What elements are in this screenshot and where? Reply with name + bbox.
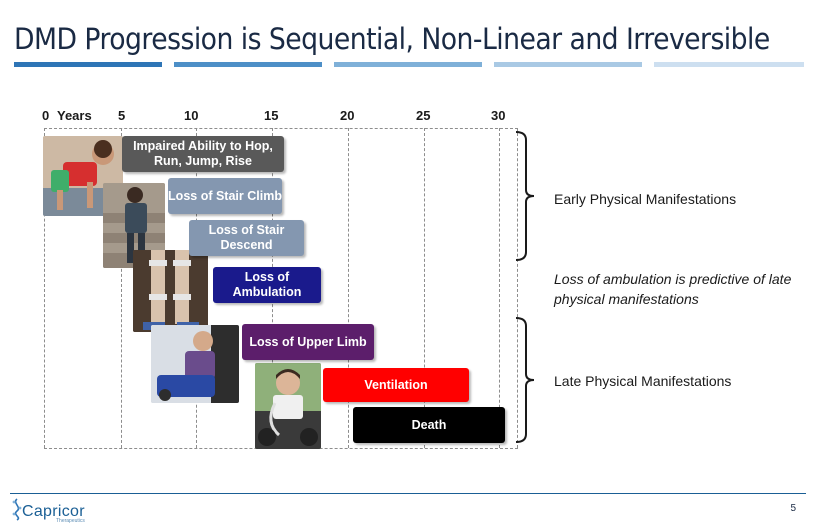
- axis-label-30: 30: [491, 108, 506, 123]
- milestone-loss-of-stair-climb: Loss of Stair Climb: [168, 178, 282, 214]
- page-number: 5: [790, 503, 796, 514]
- grid-line-30: [499, 128, 500, 448]
- capricor-logo-subtext: Therapeutics: [56, 518, 85, 524]
- milestone-loss-of-stair-descend: Loss of Stair Descend: [189, 220, 304, 256]
- bracket-icon: [515, 131, 535, 261]
- title-rule-4: [494, 62, 642, 67]
- photo-boy-ventilator: [255, 363, 321, 449]
- axis-label-years: Years: [57, 108, 92, 123]
- late-manifestations-label: Late Physical Manifestations: [554, 373, 732, 389]
- grid-line-right: [517, 128, 518, 448]
- photo-leg-braces: [133, 250, 208, 332]
- milestone-loss-of-ambulation: Loss of Ambulation: [213, 267, 321, 303]
- axis-label-20: 20: [340, 108, 355, 123]
- title-rule-5: [654, 62, 804, 67]
- milestone-loss-of-upper-limb: Loss of Upper Limb: [242, 324, 374, 360]
- grid-top-line: [44, 128, 518, 129]
- axis-label-10: 10: [184, 108, 199, 123]
- grid-line-0: [44, 128, 45, 448]
- footer-divider: [10, 493, 806, 494]
- milestone-impaired-ability: Impaired Ability to Hop, Run, Jump, Rise: [122, 136, 284, 172]
- title-rule-2: [174, 62, 322, 67]
- capricor-logo-text: Capricor: [22, 503, 85, 520]
- axis-label-15: 15: [264, 108, 279, 123]
- grid-line-5: [121, 128, 122, 448]
- grid-line-20: [348, 128, 349, 448]
- milestone-ventilation: Ventilation: [323, 368, 469, 402]
- page-title: DMD Progression is Sequential, Non-Linea…: [14, 22, 770, 56]
- axis-label-5: 5: [118, 108, 126, 123]
- capricor-logo-icon: [12, 498, 22, 521]
- bracket-icon: [515, 317, 535, 443]
- grid-line-25: [424, 128, 425, 448]
- photo-boy-wheelchair: [151, 325, 239, 403]
- title-rule-3: [334, 62, 482, 67]
- ambulation-note: Loss of ambulation is predictive of late…: [554, 271, 792, 307]
- axis-label-25: 25: [416, 108, 431, 123]
- axis-label-0: 0: [42, 108, 50, 123]
- title-rule-1: [14, 62, 162, 67]
- milestone-death: Death: [353, 407, 505, 443]
- early-manifestations-label: Early Physical Manifestations: [554, 191, 737, 207]
